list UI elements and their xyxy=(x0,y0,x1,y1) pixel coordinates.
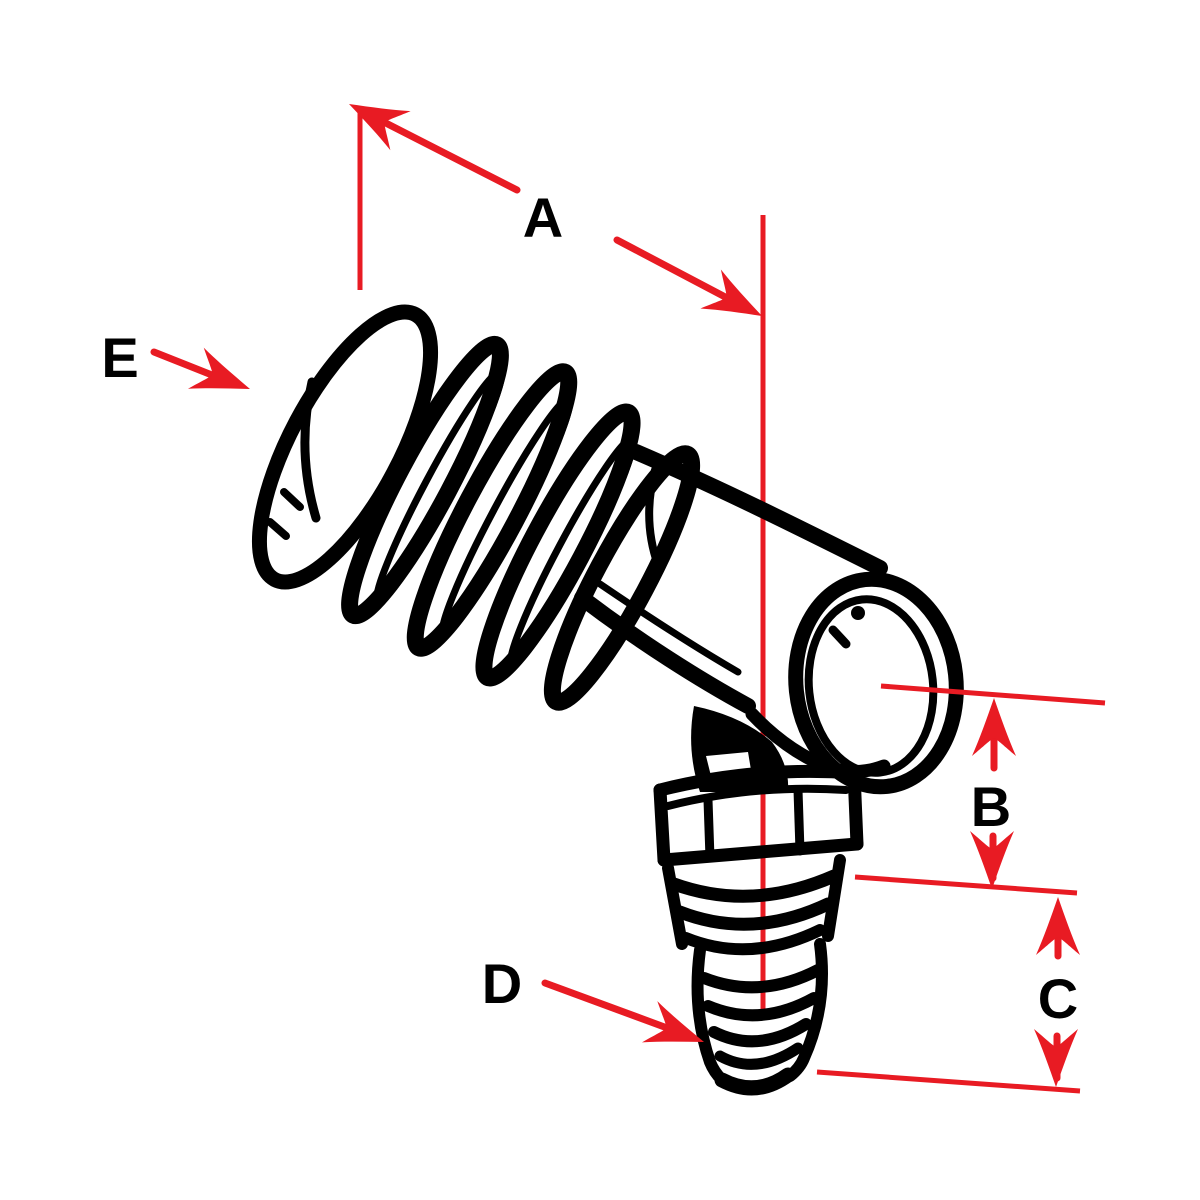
bellows-boot xyxy=(251,304,701,711)
callout-d xyxy=(541,979,704,1043)
collar-band-2 xyxy=(673,897,835,931)
label-layer: A B C D E xyxy=(101,186,1078,1030)
boot-rib-2-inner xyxy=(438,395,574,639)
cylinder-bottom-edge xyxy=(574,590,756,714)
end-face-outer xyxy=(788,571,964,795)
callout-e xyxy=(150,347,250,389)
c-down-arrowhead-icon xyxy=(1034,1029,1078,1087)
stud-thread-3 xyxy=(708,1018,812,1048)
boot-rib-3 xyxy=(475,403,641,687)
b-top-extension-line xyxy=(880,683,1106,706)
callout-label-d: D xyxy=(482,952,522,1015)
e-arrowhead-icon xyxy=(187,347,250,389)
c-up-arrowhead-icon xyxy=(1036,897,1080,955)
threaded-stud xyxy=(691,938,828,1096)
boot-end-cap xyxy=(251,304,439,590)
socket-cylinder xyxy=(574,444,964,795)
nut-chamfer-line xyxy=(664,784,850,810)
stud-left-edge xyxy=(691,944,728,1086)
b-bottom-extension-line xyxy=(854,874,1078,896)
nut-top-edge xyxy=(653,764,861,797)
ribbed-collar xyxy=(662,854,846,956)
stud-thread-1 xyxy=(698,964,824,994)
stud-tip xyxy=(714,1067,796,1096)
b-down-arrowhead-icon xyxy=(970,831,1014,889)
nut-facet-line-2 xyxy=(793,785,805,856)
dimension-layer xyxy=(150,104,1106,1094)
nut-bottom-edge xyxy=(657,837,864,867)
boot-rib-4 xyxy=(543,445,701,711)
dimension-label-b: B xyxy=(971,775,1011,838)
a-lower-arrow-shaft xyxy=(613,236,752,313)
boot-cap-highlight xyxy=(300,377,321,523)
dimension-a xyxy=(349,104,762,316)
e-arrow-shaft xyxy=(150,348,226,383)
stud-thread-2 xyxy=(702,992,820,1022)
d-arrow-shaft xyxy=(541,979,682,1036)
end-face-dot xyxy=(851,606,865,620)
d-arrowhead-icon xyxy=(641,1001,704,1043)
b-up-arrowhead-icon xyxy=(972,698,1016,756)
neck-crease xyxy=(645,466,662,569)
hex-nut xyxy=(653,764,864,867)
end-face-dash xyxy=(828,625,851,649)
a-upper-arrowhead-icon xyxy=(349,104,411,151)
boot-rib-3-inner xyxy=(507,435,637,669)
boot-rib-1 xyxy=(341,335,509,625)
callout-label-e: E xyxy=(101,326,138,389)
cylinder-inner-line xyxy=(596,580,742,676)
nut-right-edge xyxy=(847,766,864,851)
boot-cap-ticks xyxy=(266,488,304,540)
c-bottom-extension-line xyxy=(816,1069,1081,1094)
collar-band-3 xyxy=(680,924,826,956)
cylinder-top-edge xyxy=(628,444,888,576)
dimension-b xyxy=(854,683,1106,896)
nut-facet-line-1 xyxy=(703,795,715,863)
boot-rib-1-inner xyxy=(373,368,505,606)
dimension-label-a: A xyxy=(523,186,563,249)
nut-left-edge xyxy=(653,783,671,867)
collar-band-1 xyxy=(667,869,841,903)
stud-thread-4 xyxy=(714,1042,804,1070)
a-upper-arrow-shaft xyxy=(368,112,521,194)
dimension-c xyxy=(816,897,1081,1094)
dimension-label-c: C xyxy=(1038,967,1078,1030)
part-artwork xyxy=(251,304,964,1096)
a-lower-arrowhead-icon xyxy=(700,269,762,316)
boot-rib-2 xyxy=(406,363,578,657)
